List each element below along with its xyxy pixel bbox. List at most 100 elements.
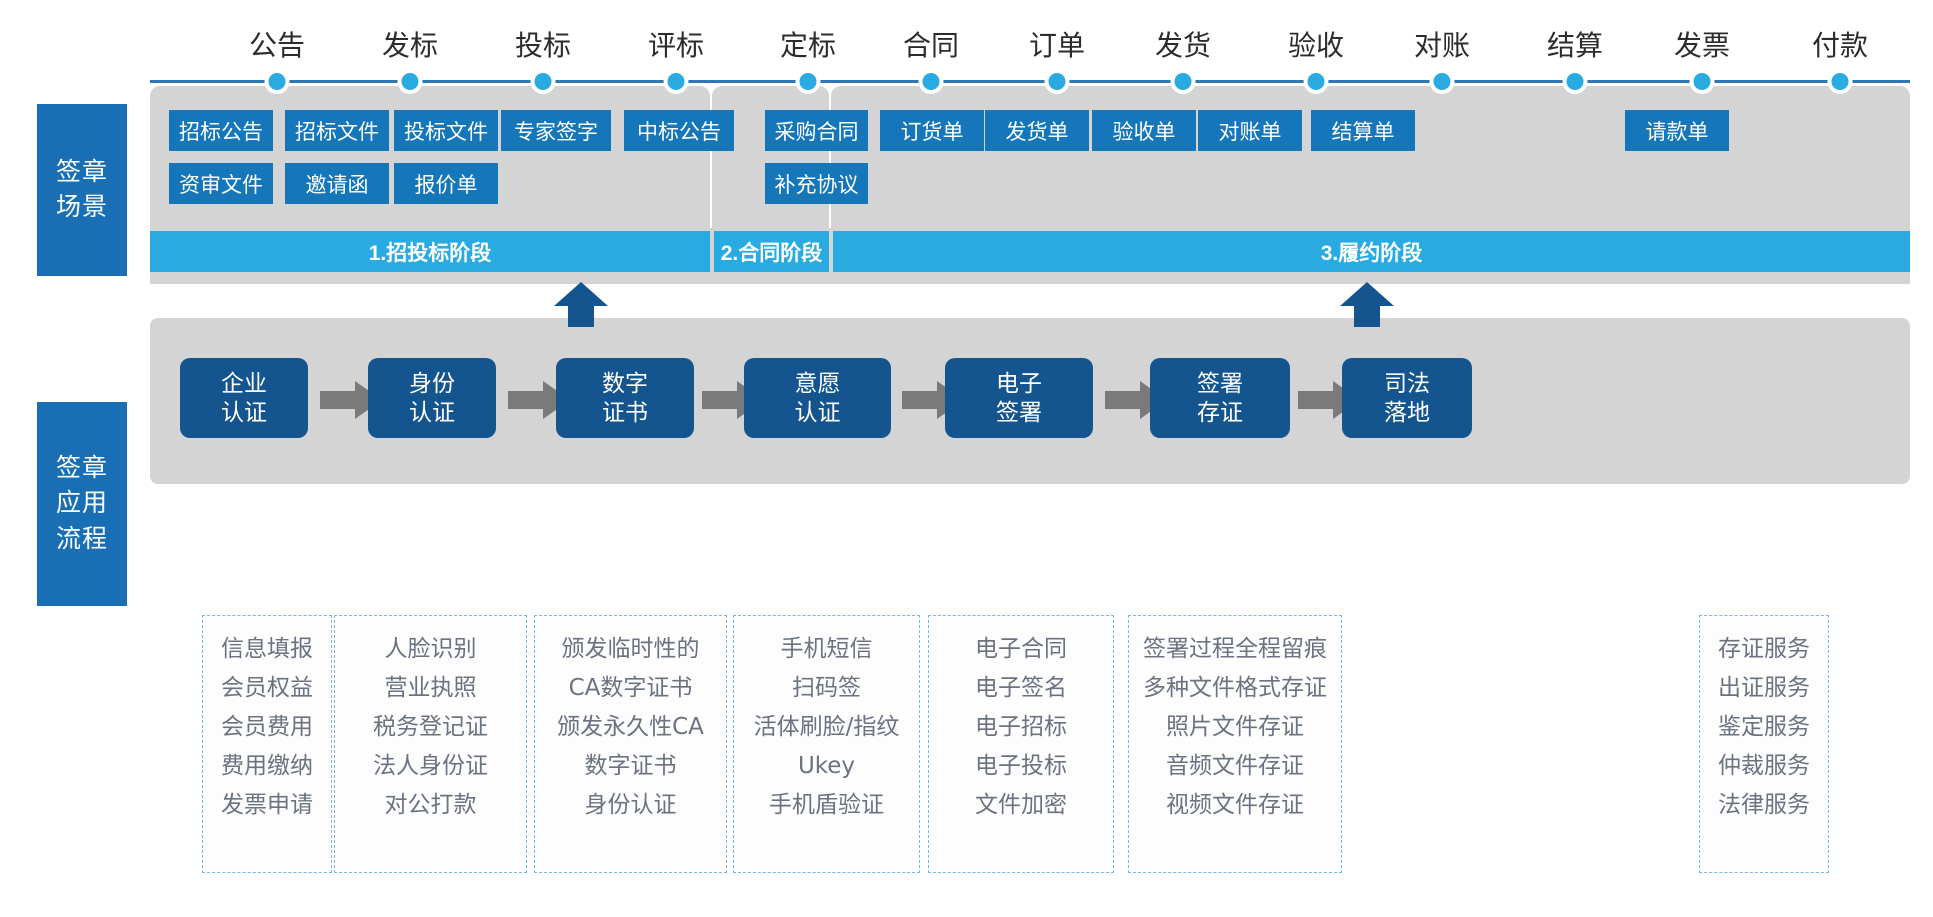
timeline-node-dot-7[interactable] [1044,69,1070,94]
timeline-node-dot-4[interactable] [663,69,689,94]
section-label-signature-scene: 签章 场景 [37,104,127,276]
timeline-node-label-1: 公告 [248,29,306,62]
up-arrow-icon-left [554,282,608,327]
detail-item: 法人身份证 [373,753,488,779]
timeline-node-label-12: 发票 [1673,29,1731,62]
timeline-node-dot-9[interactable] [1303,69,1329,94]
flow-step-box-4[interactable]: 意愿认证 [744,358,891,438]
detail-item: CA数字证书 [568,675,693,701]
timeline-node-dot-1[interactable] [264,69,290,94]
flow-step-label-line: 数字 [602,369,648,396]
detail-item: 颁发永久性CA [557,714,704,740]
detail-item: 身份认证 [584,792,677,818]
flow-step-box-3[interactable]: 数字证书 [556,358,694,438]
timeline-axis-line [150,80,1910,83]
detail-item: 发票申请 [221,792,313,818]
scene-doc-box[interactable]: 对账单 [1198,110,1302,151]
timeline-node-dot-8[interactable] [1170,69,1196,94]
scene-panel-performance [831,86,1910,236]
detail-item: 数字证书 [584,753,677,779]
flow-step-box-5[interactable]: 电子签署 [945,358,1093,438]
detail-item: 税务登记证 [373,714,488,740]
scene-doc-box[interactable]: 资审文件 [169,163,273,204]
detail-item: 视频文件存证 [1166,792,1304,818]
detail-item: 仲裁服务 [1718,753,1810,779]
label-line: 签章 [55,157,108,186]
detail-item: 存证服务 [1718,636,1810,662]
timeline-node-label-2: 发标 [381,29,439,62]
scene-doc-box[interactable]: 发货单 [985,110,1089,151]
label-line: 应用 [55,489,108,518]
timeline-node-dot-12[interactable] [1689,69,1715,94]
scene-doc-box[interactable]: 采购合同 [765,110,868,151]
scene-doc-box[interactable]: 结算单 [1311,110,1415,151]
flow-step-label-line: 认证 [794,399,841,425]
flow-step-label-line: 电子 [996,369,1042,396]
phase-bar-2[interactable]: 2.合同阶段 [714,231,829,272]
timeline-node-label-4: 评标 [647,29,705,62]
timeline-node-dot-2[interactable] [397,69,423,94]
detail-item: 营业执照 [384,675,477,701]
timeline-node-dot-3[interactable] [530,69,556,94]
timeline-node-label-13: 付款 [1811,29,1869,62]
detail-item: 电子招标 [975,714,1067,740]
detail-column-5: 电子合同电子签名电子招标电子投标文件加密 [928,615,1114,873]
scene-doc-box[interactable]: 招标文件 [285,110,389,151]
scene-doc-box[interactable]: 招标公告 [169,110,273,151]
flow-step-box-2[interactable]: 身份认证 [368,358,496,438]
detail-item: 电子合同 [975,636,1067,662]
scene-doc-box[interactable]: 请款单 [1625,110,1729,151]
detail-column-2: 人脸识别营业执照税务登记证法人身份证对公打款 [334,615,527,873]
timeline-node-dot-5[interactable] [795,69,821,94]
scene-doc-box[interactable]: 补充协议 [765,163,868,204]
process-timeline: 公告发标投标评标定标合同订单发货验收对账结算发票付款 [150,24,1910,94]
timeline-node-label-3: 投标 [514,29,572,62]
timeline-node-label-8: 发货 [1154,29,1212,62]
scene-doc-box[interactable]: 验收单 [1092,110,1196,151]
scene-doc-box[interactable]: 邀请函 [285,163,389,204]
timeline-node-dot-6[interactable] [918,69,944,94]
timeline-node-label-9: 验收 [1287,29,1345,62]
detail-column-1: 信息填报会员权益会员费用费用缴纳发票申请 [202,615,332,873]
flow-arrow-icon-1 [320,381,382,424]
flow-step-box-7[interactable]: 司法落地 [1342,358,1472,438]
timeline-node-dot-10[interactable] [1429,69,1455,94]
detail-item: 扫码签 [792,675,861,701]
scene-doc-box[interactable]: 投标文件 [394,110,498,151]
detail-item: 多种文件格式存证 [1143,675,1327,701]
scene-doc-box[interactable]: 订货单 [880,110,984,151]
flow-arrow-icon-2 [508,381,570,424]
scene-doc-box[interactable]: 专家签字 [501,110,611,151]
flow-step-label-line: 证书 [602,399,648,425]
scene-doc-box[interactable]: 报价单 [394,163,498,204]
label-line: 签章 [55,453,108,482]
detail-item: 法律服务 [1718,792,1810,818]
timeline-node-label-6: 合同 [902,29,960,62]
detail-item: 手机短信 [780,636,873,662]
detail-item: 活体刷脸/指纹 [753,714,900,740]
scene-doc-box[interactable]: 中标公告 [624,110,734,151]
detail-item: Ukey [797,753,856,779]
timeline-node-label-10: 对账 [1413,29,1471,62]
detail-item: 人脸识别 [384,636,477,662]
phase-bar-1[interactable]: 1.招投标阶段 [150,231,710,272]
timeline-node-dot-11[interactable] [1562,69,1588,94]
timeline-node-dot-13[interactable] [1827,69,1853,94]
flow-step-label-line: 身份 [409,369,455,396]
flow-step-label-line: 签署 [996,399,1042,425]
signature-flow-panel: 企业认证身份认证数字证书意愿认证电子签署签署存证司法落地 [150,318,1910,484]
up-arrow-icon-right [1340,282,1394,327]
scene-panel-bidding [150,86,710,236]
flow-step-box-6[interactable]: 签署存证 [1150,358,1290,438]
detail-item: 会员费用 [221,714,313,740]
arrow-right-glyph [508,381,570,419]
detail-item: 信息填报 [221,636,313,662]
detail-column-7: 存证服务出证服务鉴定服务仲裁服务法律服务 [1699,615,1829,873]
detail-item: 费用缴纳 [221,753,313,779]
phase-bar-3[interactable]: 3.履约阶段 [833,231,1910,272]
detail-item: 音频文件存证 [1166,753,1304,779]
detail-item: 出证服务 [1718,675,1810,701]
detail-item: 签署过程全程留痕 [1143,636,1327,662]
flow-step-box-1[interactable]: 企业认证 [180,358,308,438]
